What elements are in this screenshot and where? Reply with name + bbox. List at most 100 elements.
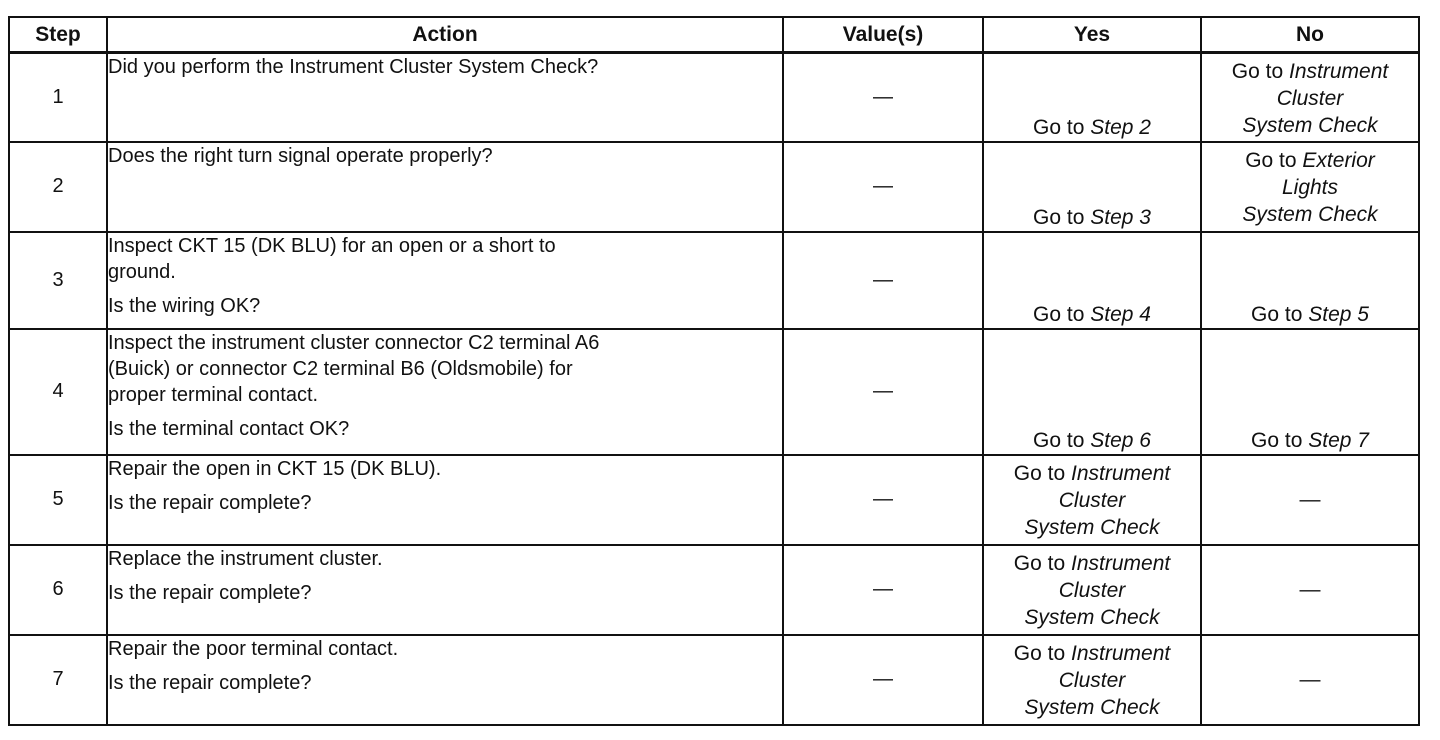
action-text: proper terminal contact. bbox=[108, 383, 319, 406]
step-number: 3 bbox=[8, 230, 108, 330]
header-action: Action bbox=[106, 16, 784, 54]
no-dash: — bbox=[1299, 578, 1321, 601]
no-prefix: Go to bbox=[1231, 60, 1284, 83]
step-number: 7 bbox=[8, 633, 108, 726]
no-dash: — bbox=[1299, 668, 1321, 691]
action-text: Inspect CKT 15 (DK BLU) for an open or a… bbox=[108, 234, 556, 257]
no-ref: Cluster bbox=[1276, 87, 1344, 110]
action-cell: Repair the poor terminal contact. Is the … bbox=[106, 633, 784, 726]
action-cell: Inspect the instrument cluster connector… bbox=[106, 327, 784, 456]
step-number: 5 bbox=[8, 453, 108, 546]
header-step: Step bbox=[8, 16, 108, 54]
yes-ref: Cluster bbox=[1058, 488, 1126, 512]
no-ref: System Check bbox=[1242, 114, 1378, 137]
value-cell: — bbox=[782, 51, 984, 143]
yes-prefix: Go to bbox=[1013, 551, 1066, 575]
no-ref: Lights bbox=[1281, 175, 1339, 199]
no-dash: — bbox=[1299, 488, 1321, 511]
yes-cell: Go to Step 3 bbox=[982, 140, 1202, 233]
no-ref: Exterior bbox=[1302, 148, 1375, 172]
action-question: Is the terminal contact OK? bbox=[108, 417, 350, 440]
yes-ref-line: Go to Instrument bbox=[984, 460, 1200, 487]
action-text: Inspect the instrument cluster connector… bbox=[108, 331, 600, 354]
header-row: Step Action Value(s) Yes No bbox=[8, 16, 1420, 54]
yes-cell: Go to Step 6 bbox=[982, 327, 1202, 456]
no-ref: Step 5 bbox=[1308, 302, 1369, 326]
action-text: (Buick) or connector C2 terminal B6 (Old… bbox=[108, 357, 573, 380]
action-text: Did you perform the Instrument Cluster S… bbox=[108, 56, 599, 78]
header-no: No bbox=[1200, 16, 1420, 54]
yes-cell: Go to Step 2 bbox=[982, 51, 1202, 143]
action-question: Is the repair complete? bbox=[108, 491, 312, 514]
action-question: Is the repair complete? bbox=[108, 671, 312, 694]
no-prefix: Go to bbox=[1251, 302, 1303, 326]
no-cell: Go to Step 5 bbox=[1200, 230, 1420, 330]
action-text: Replace the instrument cluster. bbox=[108, 547, 383, 570]
no-cell: — bbox=[1200, 633, 1420, 726]
no-cell: — bbox=[1200, 543, 1420, 636]
action-question: Is the wiring OK? bbox=[108, 294, 261, 317]
yes-ref: Step 4 bbox=[1090, 302, 1151, 326]
yes-ref: Instrument bbox=[1071, 461, 1171, 485]
yes-cell: Go to Step 4 bbox=[982, 230, 1202, 330]
action-text: Does the right turn signal operate prope… bbox=[108, 144, 493, 167]
yes-ref: Step 2 bbox=[1090, 115, 1151, 139]
action-text: ground. bbox=[108, 260, 176, 283]
no-ref-line: Go to Instrument bbox=[1202, 58, 1418, 85]
yes-prefix: Go to bbox=[1033, 205, 1085, 229]
no-cell: — bbox=[1200, 453, 1420, 546]
value-cell: — bbox=[782, 633, 984, 726]
yes-ref: System Check bbox=[1024, 515, 1160, 539]
yes-prefix: Go to bbox=[1013, 641, 1066, 665]
no-cell: Go to Step 7 bbox=[1200, 327, 1420, 456]
yes-ref: Cluster bbox=[1058, 668, 1126, 692]
action-cell: Does the right turn signal operate prope… bbox=[106, 140, 784, 233]
header-yes: Yes bbox=[982, 16, 1202, 54]
value-cell: — bbox=[782, 453, 984, 546]
yes-ref: Instrument bbox=[1071, 551, 1171, 575]
yes-ref-line: Go to Instrument bbox=[984, 640, 1200, 667]
yes-prefix: Go to bbox=[1013, 461, 1066, 485]
value-cell: — bbox=[782, 140, 984, 233]
no-prefix: Go to bbox=[1251, 428, 1303, 452]
no-prefix: Go to bbox=[1245, 148, 1297, 172]
yes-prefix: Go to bbox=[1033, 302, 1085, 326]
header-values: Value(s) bbox=[782, 16, 984, 54]
action-cell: Replace the instrument cluster. Is the re… bbox=[106, 543, 784, 636]
action-text: Repair the open in CKT 15 (DK BLU). bbox=[108, 457, 442, 480]
yes-ref-line: Go to Instrument bbox=[984, 550, 1200, 577]
yes-ref: Cluster bbox=[1058, 578, 1126, 602]
value-cell: — bbox=[782, 327, 984, 456]
no-ref: Step 7 bbox=[1308, 428, 1369, 452]
yes-ref: System Check bbox=[1024, 605, 1160, 629]
no-ref-line: Go to Exterior bbox=[1202, 147, 1418, 174]
action-text: Repair the poor terminal contact. bbox=[108, 637, 399, 660]
yes-ref: Instrument bbox=[1071, 641, 1171, 665]
yes-prefix: Go to bbox=[1033, 428, 1085, 452]
action-cell: Repair the open in CKT 15 (DK BLU). Is th… bbox=[106, 453, 784, 546]
action-question: Is the repair complete? bbox=[108, 581, 312, 604]
step-number: 4 bbox=[8, 327, 108, 456]
value-cell: — bbox=[782, 230, 984, 330]
yes-prefix: Go to bbox=[1033, 115, 1085, 139]
no-ref: Instrument bbox=[1289, 60, 1389, 83]
yes-ref: Step 6 bbox=[1090, 428, 1151, 452]
step-number: 1 bbox=[8, 51, 108, 143]
yes-ref: Step 3 bbox=[1090, 205, 1151, 229]
step-number: 6 bbox=[8, 543, 108, 636]
step-number: 2 bbox=[8, 140, 108, 233]
action-cell: Inspect CKT 15 (DK BLU) for an open or a… bbox=[106, 230, 784, 330]
